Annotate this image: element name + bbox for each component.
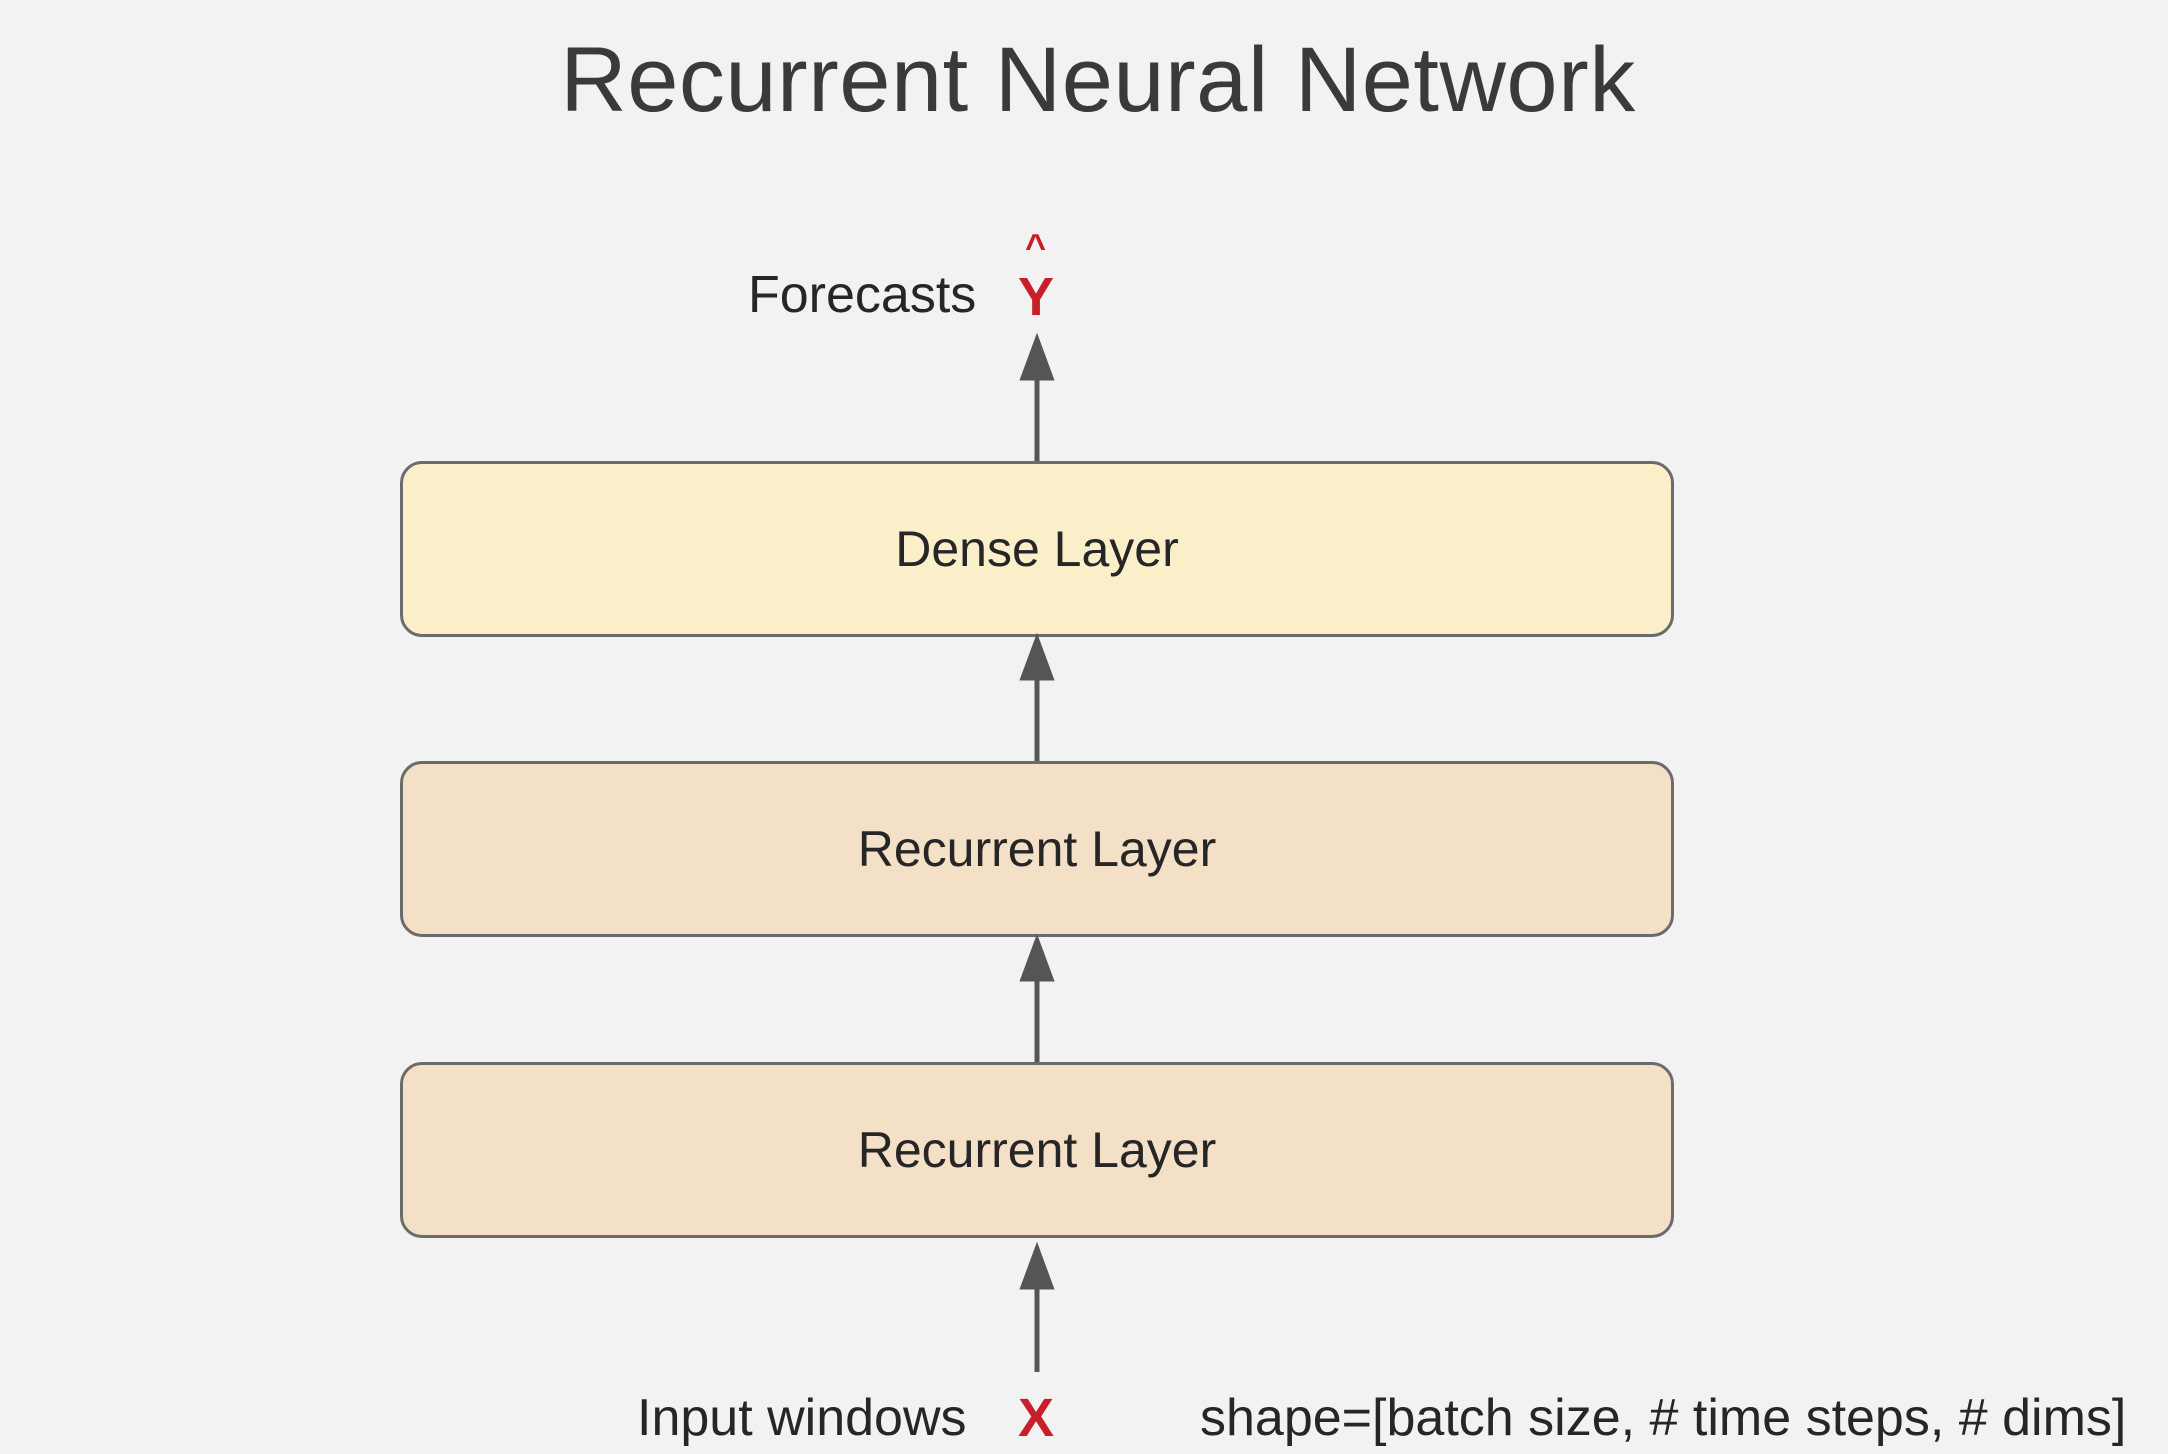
recurrent-layer-box-lower: Recurrent Layer: [400, 1062, 1674, 1238]
recurrent-layer-label-lower: Recurrent Layer: [857, 1122, 1217, 1178]
diagram-title: Recurrent Neural Network: [560, 29, 1636, 131]
input-shape-label: shape=[batch size, # time steps, # dims]: [1200, 1389, 2127, 1447]
arrowhead-recurrent-to-recurrent: [1019, 933, 1055, 982]
recurrent-layer-label-upper: Recurrent Layer: [857, 821, 1217, 877]
dense-layer-label: Dense Layer: [895, 521, 1179, 577]
y-hat-symbol: ^: [1025, 226, 1047, 267]
forecasts-label: Forecasts: [748, 266, 977, 324]
x-variable: X: [1018, 1388, 1055, 1448]
arrowhead-input-to-recurrent: [1019, 1241, 1055, 1290]
input-windows-label: Input windows: [637, 1389, 967, 1447]
arrowhead-dense-to-output: [1019, 332, 1055, 381]
y-variable: Y: [1018, 267, 1055, 327]
dense-layer-box: Dense Layer: [400, 461, 1674, 637]
arrowhead-recurrent-to-dense: [1019, 632, 1055, 681]
